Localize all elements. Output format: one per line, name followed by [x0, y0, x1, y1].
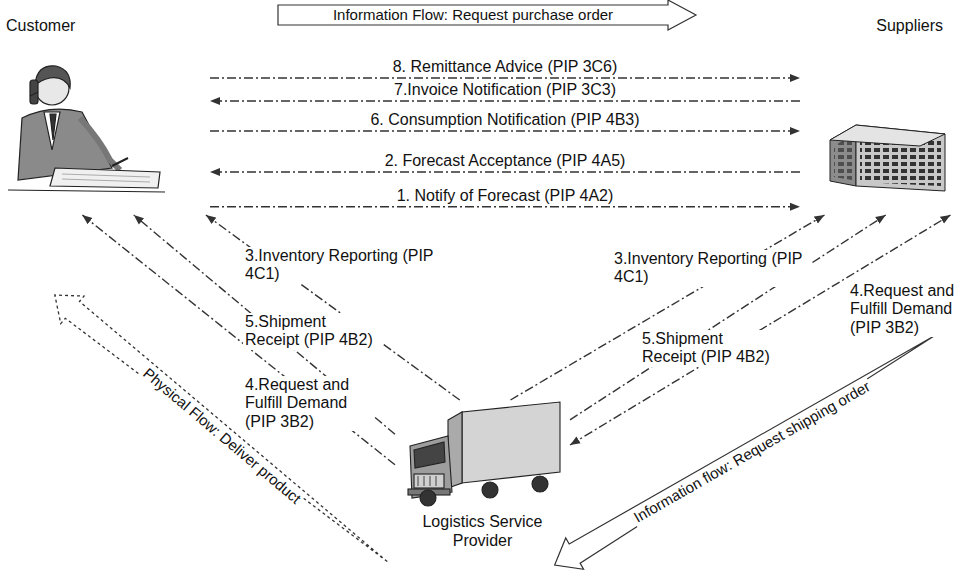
actor-supplier: Suppliers	[800, 10, 975, 215]
message-label: 4.Request and Fulfill Demand (PIP 3B2)	[243, 376, 373, 431]
message-connector	[210, 171, 800, 172]
message-connector	[134, 215, 395, 434]
flow-label: Physical Flow: Deliver product	[138, 363, 306, 509]
message-connector	[82, 215, 395, 465]
message-label: 6. Consumption Notification (PIP 4B3)	[368, 111, 641, 129]
label-holder: 8. Remittance Advice (PIP 3C6)	[391, 58, 620, 76]
message-connector	[210, 100, 800, 101]
label-holder: 4.Request and Fulfill Demand (PIP 3B2)	[848, 282, 974, 337]
label-holder: Information flow: Request shipping order	[629, 376, 875, 527]
message-connector	[210, 77, 800, 78]
message-connector	[206, 215, 460, 400]
label-holder: 5.Shipment Receipt (PIP 4B2)	[243, 313, 383, 350]
message-connector	[570, 215, 951, 445]
label-holder: 7.Invoice Notification (PIP 3C3)	[392, 81, 618, 99]
message-connector	[570, 215, 886, 420]
message-label: 8. Remittance Advice (PIP 3C6)	[391, 58, 620, 76]
truck-illustration	[408, 402, 560, 506]
flow-arrow	[546, 329, 950, 580]
flow-label: Information Flow: Request purchase order	[331, 6, 615, 24]
actor-label: Logistics Service Provider	[418, 512, 548, 550]
label-holder: 3.Inventory Reporting (PIP 4C1)	[612, 250, 812, 287]
message-label: 3.Inventory Reporting (PIP 4C1)	[612, 250, 812, 287]
message-label: 1. Notify of Forecast (PIP 4A2)	[395, 186, 616, 204]
person-illustration	[8, 66, 165, 192]
actor-label: Suppliers	[800, 16, 943, 35]
label-holder: Physical Flow: Deliver product	[138, 363, 306, 509]
message-connector	[210, 206, 800, 207]
building-illustration	[830, 125, 945, 191]
label-holder: Information Flow: Request purchase order	[331, 6, 615, 24]
actor-label: Customer	[6, 16, 210, 35]
actor-logistics: Logistics Service Provider	[395, 400, 570, 580]
label-holder: 4.Request and Fulfill Demand (PIP 3B2)	[243, 376, 373, 431]
actor-customer: Customer	[4, 10, 210, 215]
message-label: 5.Shipment Receipt (PIP 4B2)	[640, 330, 780, 367]
label-holder: 3.Inventory Reporting (PIP 4C1)	[243, 247, 463, 284]
message-label: 5.Shipment Receipt (PIP 4B2)	[243, 313, 383, 350]
message-connector	[511, 215, 825, 400]
label-holder: 5.Shipment Receipt (PIP 4B2)	[640, 330, 780, 367]
flow-arrow	[43, 281, 392, 582]
flow-label: Information flow: Request shipping order	[629, 376, 875, 527]
flow-arrow	[278, 0, 696, 30]
label-holder: 6. Consumption Notification (PIP 4B3)	[368, 111, 641, 129]
message-label: 3.Inventory Reporting (PIP 4C1)	[243, 247, 463, 284]
label-holder: 2. Forecast Acceptance (PIP 4A5)	[383, 152, 628, 170]
message-connector	[210, 130, 800, 131]
label-holder: 1. Notify of Forecast (PIP 4A2)	[395, 186, 616, 204]
message-label: 7.Invoice Notification (PIP 3C3)	[392, 81, 618, 99]
message-label: 2. Forecast Acceptance (PIP 4A5)	[383, 152, 628, 170]
message-label: 4.Request and Fulfill Demand (PIP 3B2)	[848, 282, 974, 337]
